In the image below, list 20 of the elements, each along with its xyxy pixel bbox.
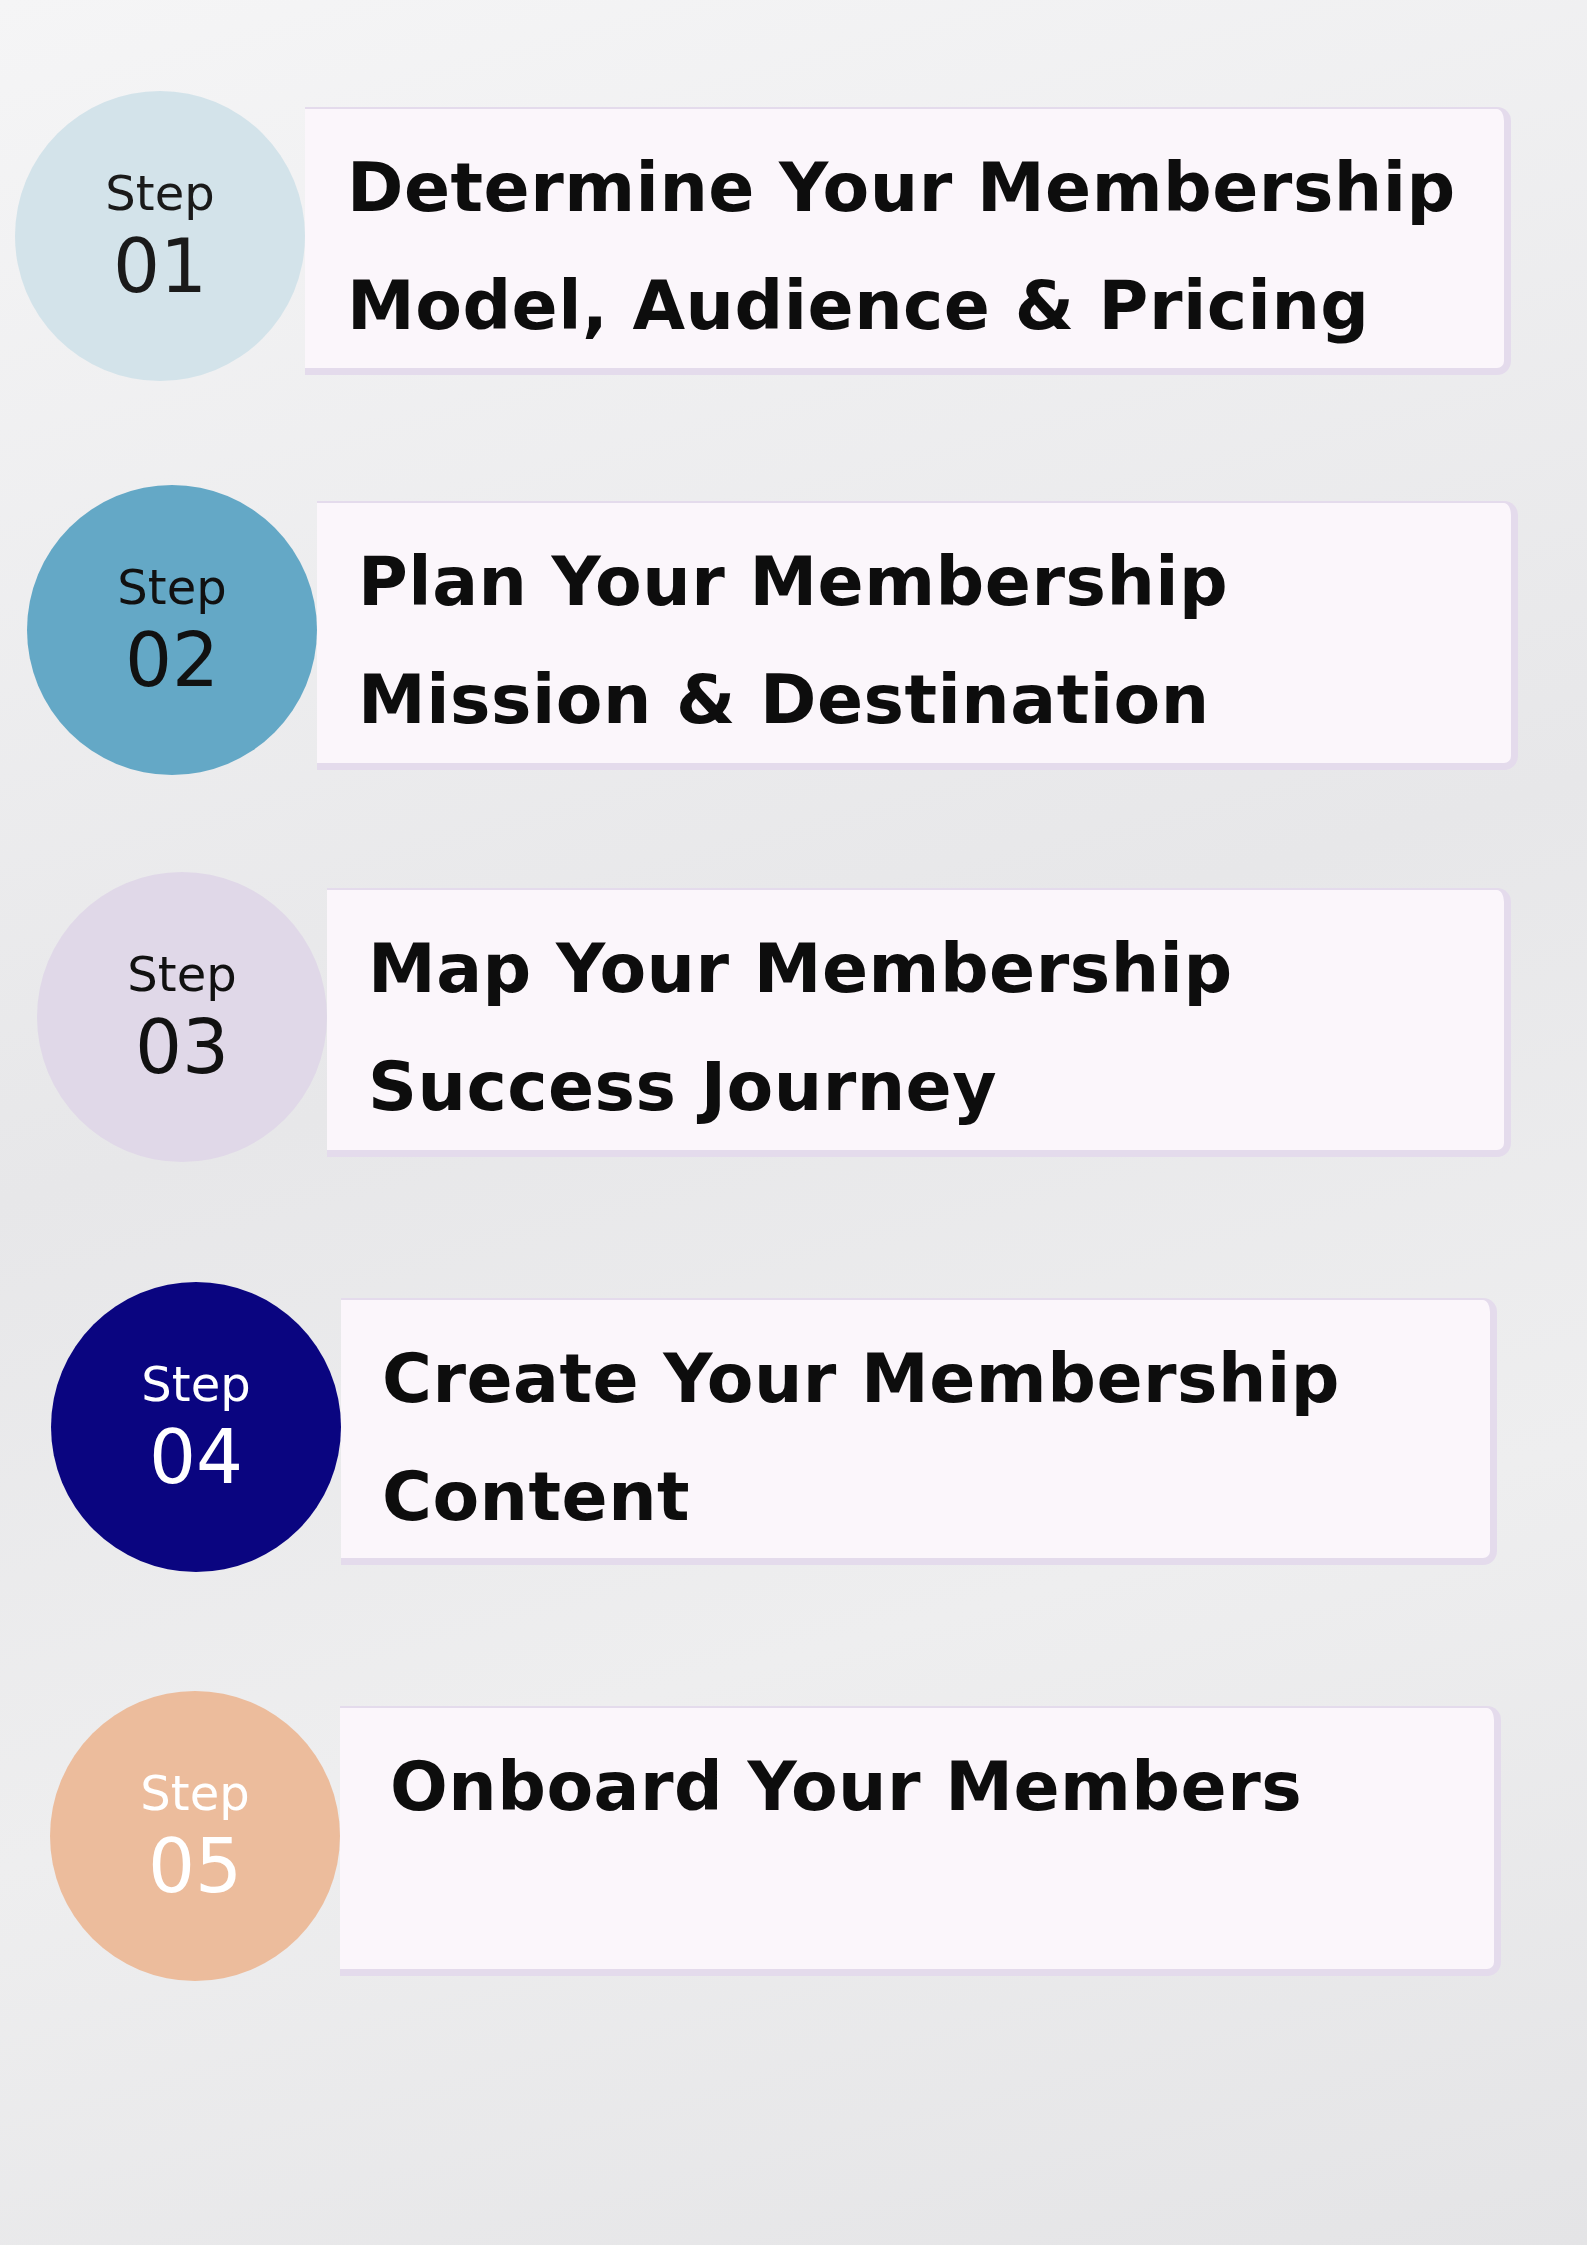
step-label: Step — [127, 945, 237, 1004]
step-box — [305, 107, 1511, 375]
step-number: 01 — [112, 223, 208, 309]
step-box — [340, 1706, 1501, 1976]
step-box — [341, 1298, 1497, 1565]
step-number: 02 — [124, 617, 220, 703]
step-label: Step — [117, 558, 227, 617]
step-label: Step — [105, 164, 215, 223]
step-title: Create Your Membership Content — [382, 1338, 1341, 1538]
step-label: Step — [141, 1355, 251, 1414]
step-number: 03 — [134, 1004, 230, 1090]
step-label: Step — [140, 1764, 250, 1823]
step-box — [317, 501, 1518, 770]
step-title: Map Your Membership Success Journey — [368, 928, 1234, 1128]
step-box — [327, 888, 1511, 1157]
step-title: Determine Your Membership Model, Audience & Pricing — [347, 147, 1457, 347]
step-number: 04 — [148, 1414, 244, 1500]
step-title: Plan Your Membership Mission & Destination — [358, 541, 1230, 741]
step-number: 05 — [147, 1823, 243, 1909]
step-title: Onboard Your Members — [390, 1746, 1304, 1828]
